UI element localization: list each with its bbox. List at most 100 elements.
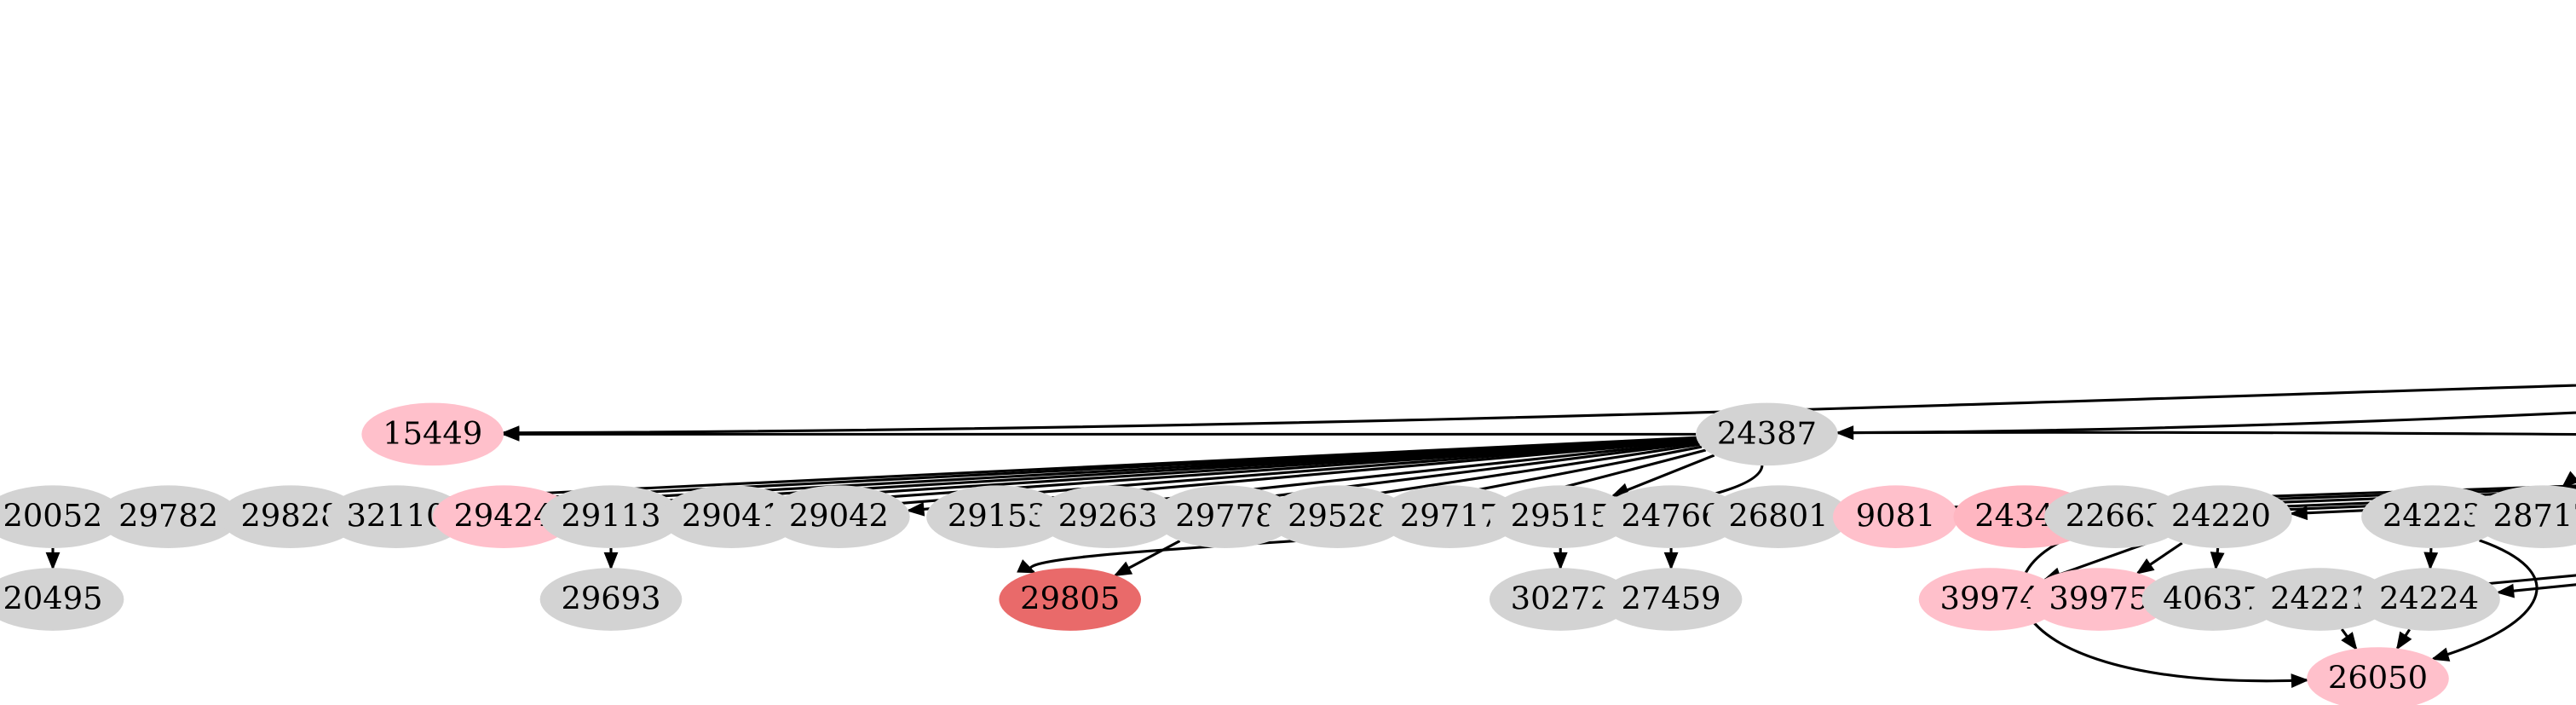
node-label: 29263: [1058, 498, 1158, 535]
graph-node-28717[interactable]: 28717: [2471, 485, 2576, 548]
graph-node-32110[interactable]: 32110: [325, 485, 468, 549]
node-label: 26050: [2328, 659, 2428, 696]
node-ellipse[interactable]: [432, 485, 575, 549]
node-ellipse[interactable]: [768, 485, 910, 549]
graph-node-29778[interactable]: 29778: [1154, 485, 1297, 549]
node-ellipse[interactable]: [926, 485, 1069, 549]
node-ellipse[interactable]: [2150, 485, 2292, 549]
node-label: 29515: [1511, 498, 1611, 535]
graph-node-24387[interactable]: 24387: [1696, 402, 1838, 466]
edge-arrowhead: [2135, 558, 2155, 575]
node-label: 29778: [1175, 498, 1275, 535]
graph-node-29113[interactable]: 29113: [539, 485, 683, 549]
graph-node-29424[interactable]: 29424: [432, 485, 575, 549]
node-label: 24387: [1717, 415, 1817, 452]
node-ellipse[interactable]: [1832, 485, 1959, 549]
graph-node-20495[interactable]: 20495: [0, 568, 124, 631]
node-ellipse[interactable]: [2471, 485, 2576, 548]
node-ellipse[interactable]: [361, 402, 504, 466]
node-label: 20495: [3, 580, 102, 616]
node-ellipse[interactable]: [0, 485, 124, 548]
node-label: 29424: [453, 498, 553, 535]
graph-node-40637[interactable]: 40637: [2141, 568, 2285, 631]
node-ellipse[interactable]: [1918, 568, 2061, 631]
node-ellipse[interactable]: [2249, 568, 2391, 631]
edge-arrowhead: [1663, 552, 1679, 570]
graph-node-24221[interactable]: 24221: [2249, 568, 2391, 631]
node-label: 24220: [2171, 498, 2271, 535]
graph-node-15449[interactable]: 15449: [361, 402, 504, 466]
edge-arrowhead: [603, 552, 619, 570]
node-label: 29113: [561, 498, 660, 535]
node-label: 29041: [682, 498, 781, 535]
node-label: 39974: [1940, 580, 2040, 616]
node-label: 24221: [2270, 580, 2370, 616]
node-ellipse[interactable]: [1266, 485, 1409, 549]
node-ellipse[interactable]: [1707, 485, 1850, 549]
graph-node-29717[interactable]: 29717: [1379, 485, 1521, 549]
node-ellipse[interactable]: [539, 568, 683, 631]
node-ellipse[interactable]: [325, 485, 468, 549]
graph-node-29042[interactable]: 29042: [768, 485, 910, 549]
node-ellipse[interactable]: [660, 485, 803, 549]
node-label: 28717: [2493, 498, 2576, 535]
node-label: 29717: [1400, 498, 1500, 535]
node-ellipse[interactable]: [2307, 647, 2449, 705]
edge-arrowhead: [906, 501, 925, 517]
edge-arrowhead: [2210, 552, 2225, 570]
node-ellipse[interactable]: [219, 485, 362, 549]
graph-node-26801[interactable]: 26801: [1707, 485, 1850, 549]
node-ellipse[interactable]: [1696, 402, 1838, 466]
node-ellipse[interactable]: [539, 485, 683, 549]
edge-arrowhead: [2561, 471, 2576, 488]
node-ellipse[interactable]: [1489, 485, 1632, 549]
edge-arrowhead: [2430, 647, 2451, 662]
graph-node-27459[interactable]: 27459: [1599, 568, 1743, 631]
node-label: 24766: [1622, 498, 1721, 535]
node-label: 39975: [2049, 580, 2148, 616]
graph-node-39975[interactable]: 39975: [2027, 568, 2170, 631]
node-ellipse[interactable]: [0, 568, 124, 631]
edge-arrowhead: [2291, 673, 2309, 688]
node-ellipse[interactable]: [2361, 485, 2504, 549]
graph-node-24766[interactable]: 24766: [1599, 485, 1743, 549]
node-ellipse[interactable]: [1599, 485, 1743, 549]
node-ellipse[interactable]: [1489, 568, 1632, 631]
graph-node-29693[interactable]: 29693: [539, 568, 683, 631]
node-label: 20052: [3, 498, 102, 535]
node-ellipse[interactable]: [1154, 485, 1297, 549]
node-ellipse[interactable]: [2141, 568, 2285, 631]
graph-node-39974[interactable]: 39974: [1918, 568, 2061, 631]
graph-node-29782[interactable]: 29782: [97, 485, 239, 549]
graph-node-29041[interactable]: 29041: [660, 485, 803, 549]
node-ellipse[interactable]: [2044, 485, 2187, 549]
graph-node-22663[interactable]: 22663: [2044, 485, 2187, 549]
graph-node-29528[interactable]: 29528: [1266, 485, 1409, 549]
node-ellipse[interactable]: [97, 485, 239, 549]
node-label: 29042: [789, 498, 889, 535]
edge-arrowhead: [1553, 552, 1568, 570]
node-ellipse[interactable]: [1036, 485, 1179, 549]
graph-node-30272[interactable]: 30272: [1489, 568, 1632, 631]
graph-node-26050[interactable]: 26050: [2307, 647, 2449, 705]
graph-node-29515[interactable]: 29515: [1489, 485, 1632, 549]
node-label: 29693: [561, 580, 660, 616]
graph-node-29828[interactable]: 29828: [219, 485, 362, 549]
node-ellipse[interactable]: [2027, 568, 2170, 631]
node-ellipse[interactable]: [999, 568, 1142, 631]
graph-node-24220[interactable]: 24220: [2150, 485, 2292, 549]
graph-node-20052[interactable]: 20052: [0, 485, 124, 548]
graph-node-24223[interactable]: 24223: [2361, 485, 2504, 549]
graph-node-29805[interactable]: 29805: [999, 568, 1142, 631]
node-label: 24224: [2379, 580, 2479, 616]
node-ellipse[interactable]: [2358, 568, 2500, 631]
graph-node-9081[interactable]: 9081: [1832, 485, 1959, 549]
graph-node-29153[interactable]: 29153: [926, 485, 1069, 549]
graph-node-24224[interactable]: 24224: [2358, 568, 2500, 631]
node-ellipse[interactable]: [1379, 485, 1521, 549]
graph-node-29263[interactable]: 29263: [1036, 485, 1179, 549]
edge-arrowhead: [2341, 632, 2358, 651]
node-ellipse[interactable]: [1599, 568, 1743, 631]
